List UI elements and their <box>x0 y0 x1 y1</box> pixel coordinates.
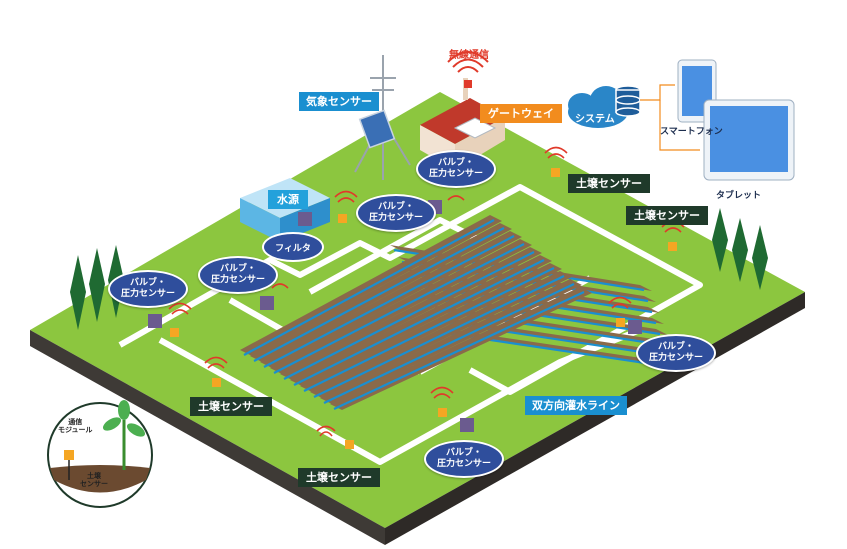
gateway-label: ゲートウェイ <box>480 104 562 123</box>
valve-sensor-oval-3: バルブ・圧力センサー <box>198 256 278 294</box>
solar-panel-icon <box>358 109 396 149</box>
field-rows <box>240 215 680 410</box>
wireless-label: 無線通信 <box>449 50 489 61</box>
field-row-lower-10-drip-line <box>333 291 585 410</box>
valve-sensor-oval-1: バルブ・圧力センサー <box>416 150 496 188</box>
soil-sensor-label-4: 土壌センサー <box>298 468 380 487</box>
bidirectional-line-label: 双方向灌水ライン <box>525 396 627 415</box>
field-row-lower-7-drip-line <box>303 267 555 392</box>
field-row-lower-5-drip-line <box>283 251 535 380</box>
field-row-lower-9-drip-line <box>323 283 575 404</box>
trees-right <box>712 208 768 290</box>
valve-sensor-oval-5: バルブ・圧力センサー <box>636 334 716 372</box>
soil-sensor-label-2: 土壌センサー <box>626 206 708 225</box>
field-row-lower-6-drip-line <box>293 259 545 386</box>
valve-sensor-oval-2: バルブ・圧力センサー <box>356 194 436 232</box>
gateway-device-icon <box>453 117 497 139</box>
soil-sensors <box>170 168 677 449</box>
tablet-label: タブレット <box>716 191 762 201</box>
sensor-inset <box>47 400 153 508</box>
field-row-lower-4-drip-line <box>273 243 525 374</box>
valve-boxes <box>148 200 642 432</box>
soil-sensor-label-3: 土壌センサー <box>190 397 272 416</box>
system-label: システム <box>575 114 615 125</box>
valve-sensor-oval-6: バルブ・圧力センサー <box>424 440 504 478</box>
field-row-lower-1-drip-line <box>243 219 495 356</box>
wireless-signal-icon <box>447 51 489 73</box>
device-connectors <box>640 84 700 151</box>
inset-soil-sensor-label: 土壌センサー <box>80 472 108 489</box>
soil-sensor-label-1: 土壌センサー <box>568 174 650 193</box>
weather-sensor-label: 気象センサー <box>299 92 379 111</box>
field-row-lower-2-drip-line <box>253 227 505 362</box>
field-row-upper-8 <box>446 329 680 368</box>
wireless-node-icon <box>464 80 472 88</box>
cloud-icon <box>568 86 628 128</box>
smartphone-label: スマートフォン <box>660 127 723 137</box>
water-source-label: 水源 <box>268 190 308 209</box>
field-row-lower-8-drip-line <box>313 275 565 398</box>
valve-sensor-oval-4: バルブ・圧力センサー <box>108 270 188 308</box>
tablet-icon <box>703 99 795 181</box>
signal-arcs <box>168 146 685 437</box>
field-row-lower-3-drip-line <box>263 235 515 368</box>
comm-module-label: 通信モジュール <box>58 418 93 435</box>
filter-label: フィルタ <box>262 232 324 262</box>
database-icon <box>615 85 641 117</box>
